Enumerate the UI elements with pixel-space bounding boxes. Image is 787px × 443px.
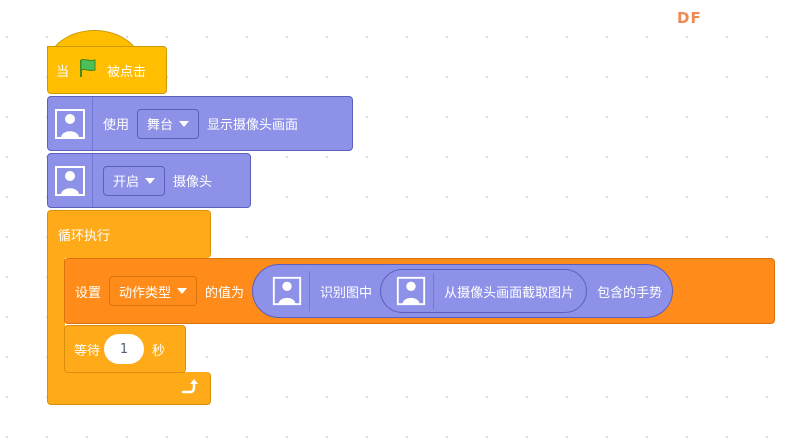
caret-down-icon [177, 288, 188, 294]
camera-person-icon [48, 97, 93, 150]
forever-loop-label: 循环执行 [58, 229, 111, 244]
hat-suffix-label: 被点击 [107, 64, 147, 80]
caret-down-icon [145, 177, 156, 184]
video-toggle-block[interactable]: 开启 摄像头 [47, 153, 251, 208]
forever-loop-arm[interactable] [47, 255, 65, 375]
wait-block[interactable]: 等待 1 秒 [64, 325, 186, 373]
caret-down-icon [179, 120, 190, 127]
loop-arrow-icon [178, 376, 198, 400]
gesture-label: 包含的手势 [597, 285, 663, 301]
set-variable-block[interactable]: 设置 动作类型 的值为 识别图中 从摄像头画面截取图片 包含的手势 [64, 258, 775, 324]
watermark-logo: DF [677, 9, 702, 27]
camera-state-dropdown[interactable]: 开启 [103, 165, 166, 196]
value-to-label: 的值为 [205, 285, 245, 301]
camera-state-value: 开启 [113, 175, 140, 190]
recognize-label: 识别图中 [320, 285, 373, 301]
capture-image-reporter[interactable]: 从摄像头画面截取图片 [380, 269, 588, 313]
set-label: 设置 [75, 285, 102, 301]
camera-person-icon [48, 154, 93, 207]
recognize-gesture-reporter[interactable]: 识别图中 从摄像头画面截取图片 包含的手势 [252, 264, 674, 318]
green-flag-icon [77, 58, 99, 82]
variable-dropdown[interactable]: 动作类型 [109, 276, 198, 306]
forever-loop-block[interactable]: 循环执行 [47, 210, 211, 258]
wait-label: 等待 [74, 343, 101, 359]
stage-dropdown[interactable]: 舞台 [137, 108, 200, 139]
seconds-unit-label: 秒 [152, 343, 166, 359]
camera-label: 摄像头 [173, 175, 213, 190]
forever-loop-footer[interactable] [47, 372, 211, 405]
video-transparency-block[interactable]: 使用 舞台 显示摄像头画面 [47, 96, 353, 151]
show-camera-label: 显示摄像头画面 [207, 118, 299, 133]
camera-person-icon [265, 271, 311, 311]
variable-dropdown-value: 动作类型 [119, 285, 172, 301]
stage-dropdown-value: 舞台 [147, 118, 174, 133]
hat-prefix-label: 当 [56, 64, 70, 80]
camera-person-icon [389, 273, 435, 309]
wait-seconds-input[interactable]: 1 [104, 334, 145, 364]
when-flag-clicked-block[interactable]: 当 被点击 [47, 46, 167, 94]
capture-label: 从摄像头画面截取图片 [444, 285, 575, 301]
use-label: 使用 [103, 118, 130, 133]
